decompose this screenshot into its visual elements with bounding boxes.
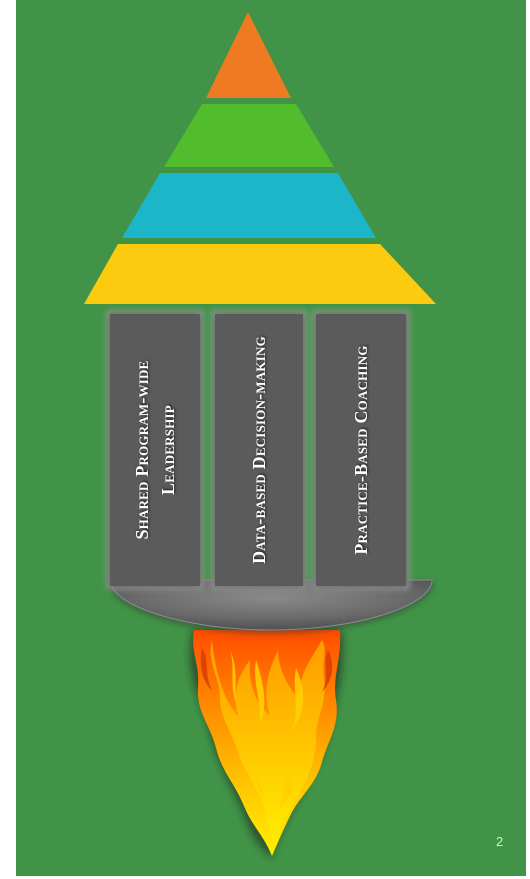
pillar-label-coaching: Practice-Based Coaching bbox=[350, 345, 371, 555]
pyramid-tier-2 bbox=[164, 104, 334, 167]
pillars bbox=[106, 310, 410, 590]
pyramid-tier-base bbox=[84, 244, 436, 304]
pyramid-tier-top bbox=[206, 12, 291, 98]
page-number: 2 bbox=[496, 834, 504, 849]
pyramid-nose-cone bbox=[84, 12, 436, 304]
pillar-label-decision-making: Data-based Decision-making bbox=[248, 336, 269, 564]
pillar-label-leadership: Shared Program-wide Leadership bbox=[131, 360, 178, 540]
slide: Shared Program-wide Leadership Data-base… bbox=[16, 0, 526, 876]
pyramid-tier-3 bbox=[122, 173, 376, 238]
rocket-flame bbox=[190, 630, 344, 858]
rocket-base bbox=[108, 579, 434, 634]
rocket-diagram bbox=[84, 12, 436, 858]
